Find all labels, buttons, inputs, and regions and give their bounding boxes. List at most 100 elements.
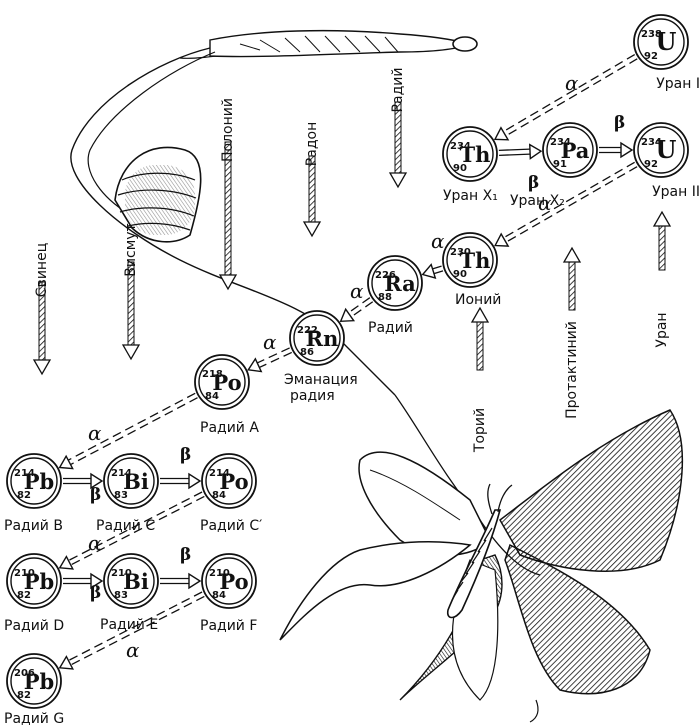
nuclide-atomic-number: 84 <box>205 391 219 402</box>
nuclide-bi210: Bi21083 <box>104 554 158 608</box>
element-label-bismuth: Висмут <box>123 223 139 359</box>
nuclide-atomic-number: 83 <box>114 490 128 501</box>
arrowhead <box>621 143 632 157</box>
element-label-text: Уран <box>654 312 670 347</box>
element-label-text: Протактиний <box>564 321 580 419</box>
decay-arrow-bi214-po214 <box>160 474 200 488</box>
decay-type-u234-th230: α <box>538 191 552 215</box>
arrowhead <box>530 145 541 159</box>
nuclide-label-u238: Уран I <box>656 76 700 92</box>
nuclide-label-pb214: Радий B <box>4 518 63 534</box>
nuclide-label-th234: Уран X₁ <box>443 188 498 204</box>
decay-type-rn222-po218: α <box>263 330 277 354</box>
nuclide-pb210: Pb21082 <box>7 554 61 608</box>
nuclide-label-po214: Радий C′ <box>200 518 262 534</box>
nuclide-mass-number: 206 <box>14 668 35 679</box>
nuclide-label-ra226: Радий <box>368 320 413 336</box>
arrowhead <box>60 456 73 468</box>
nuclide-atomic-number: 84 <box>212 490 226 501</box>
element-label-thorium: Торий <box>472 308 488 453</box>
nuclide-mass-number: 210 <box>111 568 132 579</box>
nuclide-mass-number: 210 <box>14 568 35 579</box>
nuclide-atomic-number: 83 <box>114 590 128 601</box>
nuclide-mass-number: 218 <box>202 369 223 380</box>
nuclide-mass-number: 230 <box>450 247 471 258</box>
nuclide-label-u234: Уран II <box>652 184 700 200</box>
nuclide-u238: U23892 <box>634 15 688 69</box>
nuclide-mass-number: 234 <box>641 137 662 148</box>
decay-type-th234-pa234: β <box>528 173 539 193</box>
nuclide-atomic-number: 82 <box>17 490 31 501</box>
nuclide-mass-number: 214 <box>209 468 230 479</box>
element-label-text: Торий <box>472 408 488 453</box>
nuclide-atomic-number: 82 <box>17 590 31 601</box>
nuclide-label-pb206: Радий G <box>4 711 64 727</box>
element-label-uranium: Уран <box>654 212 670 348</box>
nuclide-mass-number: 222 <box>297 325 318 336</box>
nuclide-atomic-number: 84 <box>212 590 226 601</box>
nuclide-atomic-number: 90 <box>453 163 467 174</box>
decay-type-ra226-rn222: α <box>350 279 364 303</box>
nuclide-th230: Th23090 <box>443 233 497 287</box>
decay-type-bi214-po214: β <box>180 445 191 465</box>
nuclide-mass-number: 234 <box>450 141 471 152</box>
decay-type-pb210-bi210: β <box>90 583 101 603</box>
nuclide-th234: Th23490 <box>443 127 497 181</box>
nuclide-atomic-number: 82 <box>17 690 31 701</box>
nuclide-atomic-number: 86 <box>300 347 314 358</box>
nuclide-mass-number: 238 <box>641 29 662 40</box>
decay-type-u238-th234: α <box>565 71 579 95</box>
nuclide-label-rn222: Эманация <box>284 372 358 388</box>
nuclide-label-rn222-line2: радия <box>290 388 335 404</box>
decay-type-po214-pb210: α <box>88 531 102 555</box>
element-label-polonium: Полоний <box>220 98 236 289</box>
element-label-radium: Радий <box>390 68 406 187</box>
nuclide-label-bi214: Радий C <box>96 518 155 534</box>
decay-type-pa234-u234: β <box>614 113 625 133</box>
arrowhead <box>60 557 73 569</box>
arrowhead <box>189 474 200 488</box>
arrowhead <box>60 657 73 669</box>
nuclide-mass-number: 226 <box>375 270 396 281</box>
nuclide-mass-number: 214 <box>111 468 132 479</box>
element-label-lead: Свинец <box>34 243 50 374</box>
element-label-protactinium: Протактиний <box>564 248 580 419</box>
nuclide-atomic-number: 92 <box>644 159 658 170</box>
nuclide-label-po210: Радий F <box>200 618 257 634</box>
nuclide-atomic-number: 90 <box>453 269 467 280</box>
nuclide-mass-number: 214 <box>14 468 35 479</box>
decay-type-po210-pb206: α <box>126 638 140 662</box>
arrowhead <box>423 265 436 278</box>
element-label-radon: Радон <box>304 122 320 236</box>
decay-type-pb214-bi214: β <box>90 485 101 505</box>
nuclide-label-pb210: Радий D <box>4 618 64 634</box>
nuclide-mass-number: 234 <box>550 137 571 148</box>
arrowhead <box>248 359 261 372</box>
nuclide-atomic-number: 92 <box>644 51 658 62</box>
decay-arrow-pa234-u234 <box>599 143 632 157</box>
nuclide-atomic-number: 91 <box>553 159 567 170</box>
nuclide-label-bi210: Радий E <box>100 617 158 633</box>
nuclide-label-po218: Радий A <box>200 420 259 436</box>
nuclide-po210: Po21084 <box>202 554 256 608</box>
decay-type-th230-ra226: α <box>431 229 445 253</box>
nuclide-label-th230: Ионий <box>455 292 501 308</box>
decay-arrow-th230-ra226 <box>423 265 443 278</box>
nuclide-po218: Po21884 <box>195 355 249 409</box>
decay-type-bi210-po210: β <box>180 545 191 565</box>
decay-arrow-th234-pa234 <box>499 145 541 159</box>
decay-arrow-bi210-po210 <box>160 574 200 588</box>
nuclide-mass-number: 210 <box>209 568 230 579</box>
nuclide-atomic-number: 88 <box>378 292 392 303</box>
decay-type-po218-pb214: α <box>88 421 102 445</box>
